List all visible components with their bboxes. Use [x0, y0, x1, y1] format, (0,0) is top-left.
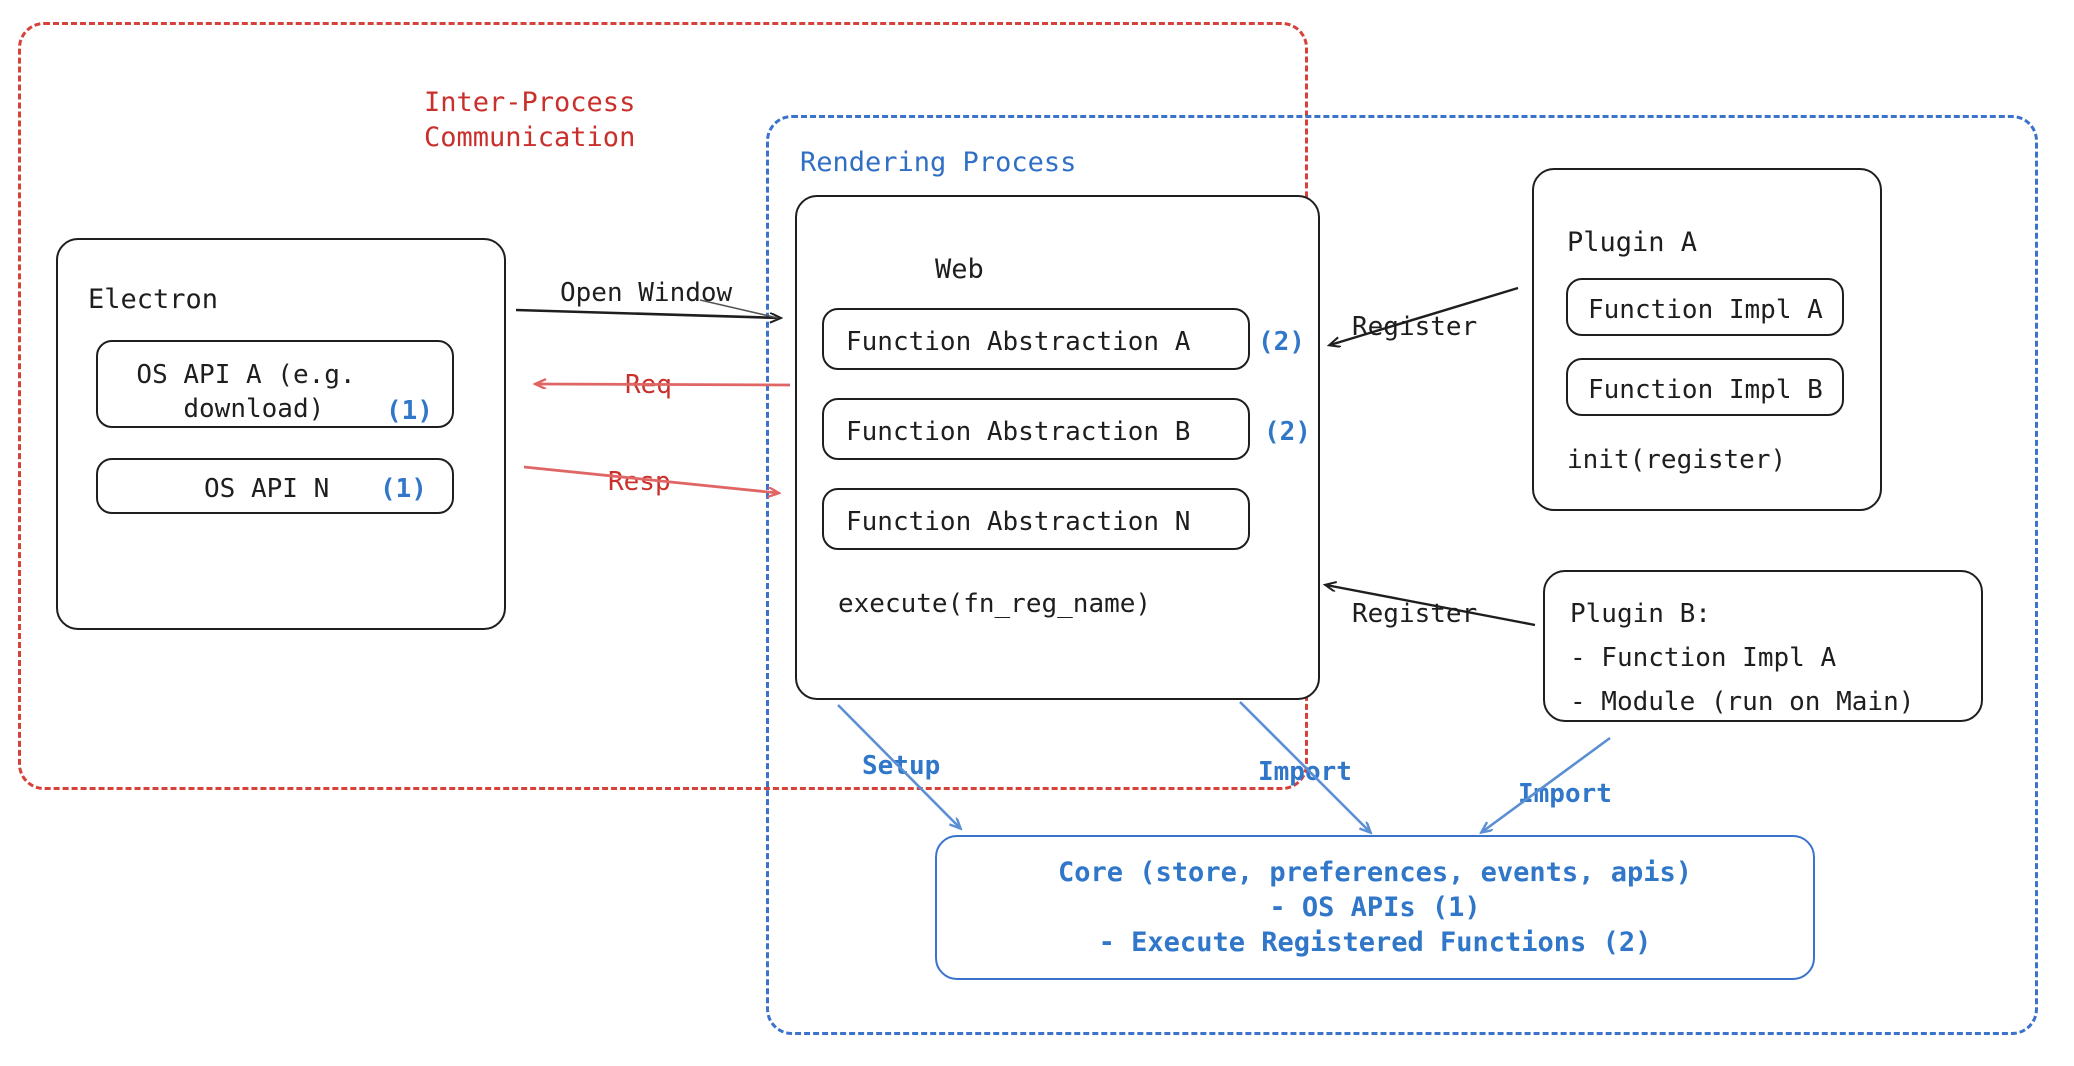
core-line-1: Core (store, preferences, events, apis) — [1058, 857, 1692, 888]
function-abstraction-n-label: Function Abstraction N — [846, 507, 1191, 537]
core-line-2: - OS APIs (1) — [1269, 892, 1481, 923]
function-abstraction-n-box — [822, 488, 1250, 550]
os-api-n-box — [96, 458, 454, 514]
os-api-n-label: OS API N — [204, 474, 330, 504]
os-api-a-box — [96, 340, 454, 428]
plugin-b-line-function-impl-a: - Function Impl A — [1570, 643, 1837, 673]
plugin-a-function-impl-a-box — [1566, 278, 1844, 336]
plugin-a-function-impl-b-box — [1566, 358, 1844, 416]
core-box — [935, 835, 1815, 980]
function-abstraction-a-label: Function Abstraction A — [846, 327, 1191, 357]
web-title: Web — [935, 254, 984, 285]
web-footer-execute: execute(fn_reg_name) — [838, 589, 1152, 619]
plugin-a-footer-init: init(register) — [1567, 445, 1787, 475]
core-line-3: - Execute Registered Functions (2) — [1098, 927, 1652, 958]
edge-label-register-plugin-a: Register — [1352, 312, 1478, 342]
plugin-b-title: Plugin B: — [1570, 599, 1711, 629]
function-abstraction-b-label: Function Abstraction B — [846, 417, 1191, 447]
function-abstraction-a-marker: (2) — [1258, 327, 1305, 357]
edge-label-req: Req — [625, 370, 672, 400]
group-rendering-process — [766, 115, 2038, 1035]
os-api-n-marker: (1) — [380, 474, 427, 504]
plugin-b-box — [1543, 570, 1983, 722]
edge-label-setup: Setup — [862, 751, 941, 781]
group-rendering-process-label: Rendering Process — [800, 147, 1077, 178]
edge-label-register-plugin-b: Register — [1352, 599, 1478, 629]
electron-title: Electron — [88, 284, 219, 315]
edge-label-import-plugin: Import — [1518, 779, 1612, 809]
function-abstraction-b-marker: (2) — [1264, 417, 1311, 447]
os-api-a-marker: (1) — [386, 396, 433, 426]
group-ipc-label-line2: Communication — [424, 122, 636, 153]
plugin-a-function-impl-b-label: Function Impl B — [1588, 375, 1823, 405]
function-abstraction-a-box — [822, 308, 1250, 370]
plugin-a-function-impl-a-label: Function Impl A — [1588, 295, 1823, 325]
os-api-a-label: OS API A (e.g. download) — [136, 360, 356, 425]
function-abstraction-b-box — [822, 398, 1250, 460]
edge-label-open-window: Open Window — [560, 278, 733, 308]
electron-box — [56, 238, 506, 630]
plugin-a-box — [1532, 168, 1882, 511]
plugin-b-line-module: - Module (run on Main) — [1570, 687, 1915, 717]
group-ipc-label-line1: Inter-Process — [424, 87, 636, 118]
plugin-a-title: Plugin A — [1567, 227, 1698, 258]
edge-label-resp: Resp — [608, 467, 671, 497]
edge-label-import-web: Import — [1258, 757, 1352, 787]
